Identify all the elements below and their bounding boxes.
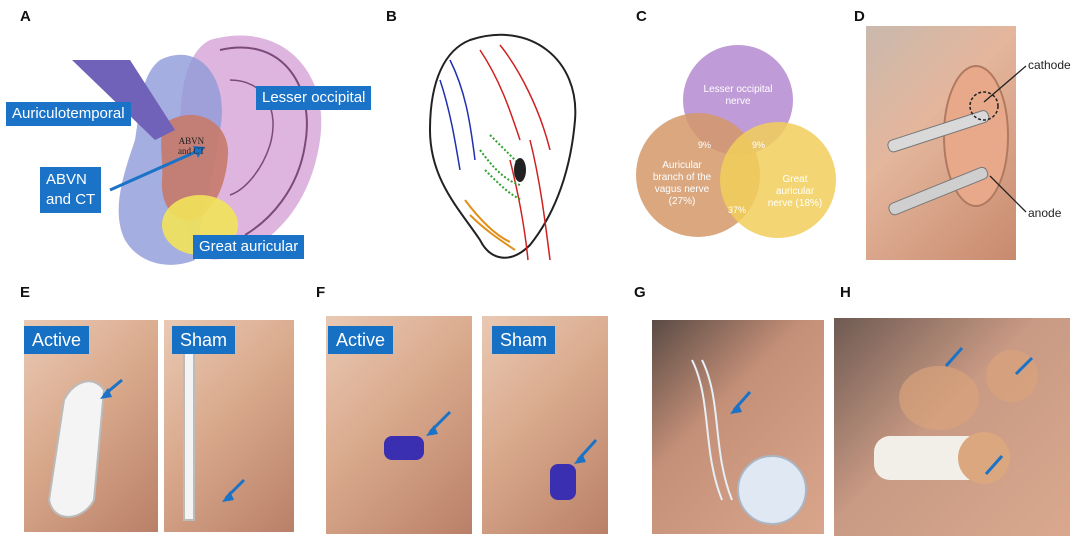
auriculotemporal-band [72, 60, 175, 140]
panel-b-nerve-drawing [410, 20, 590, 270]
panel-h-photo [834, 318, 1070, 536]
label-lesser-occipital: Lesser occipital [256, 86, 372, 110]
venn-abvn-line2: branch of the [652, 172, 712, 183]
red-nerves [479, 44, 551, 261]
panel-c-venn: Lesser occipital nerve Auricular branch … [630, 20, 844, 270]
abvn-pointer-head [193, 146, 205, 158]
active-electrode [384, 410, 452, 460]
panel-letter-d: D [854, 8, 865, 25]
inner-label-line2: and CT [178, 146, 205, 156]
cathode-clip [887, 110, 990, 153]
clip-electrodes [887, 65, 1009, 216]
panel-d-photo [866, 26, 1016, 260]
label-auriculotemporal: Auriculotemporal [6, 102, 131, 126]
venn-ga-line3: nerve (18%) [767, 198, 823, 209]
orange-nerves [464, 199, 516, 251]
venn-overlap-abvn-ga: 37% [728, 205, 747, 215]
tag-active-e: Active [24, 326, 90, 354]
label-abvn-ct: ABVN and CT [40, 167, 102, 213]
venn-abvn-line1: Auricular [662, 160, 702, 171]
panel-a-ear-diagram: Auriculotemporal Lesser occipital ABVN a… [0, 20, 380, 280]
helix-outline [219, 46, 308, 236]
panel-letter-h: H [840, 284, 851, 301]
inner-label-line1: ABVN [178, 136, 205, 146]
panel-g-photo [652, 320, 824, 534]
venn-lo-line2: nerve [725, 96, 751, 107]
label-great-auricular: Great auricular [193, 235, 305, 259]
tag-sham-f: Sham [492, 326, 556, 354]
label-abvn-ct-line1: ABVN [46, 171, 87, 188]
callout-anode: anode [1028, 206, 1062, 220]
tragus-mark [514, 158, 526, 182]
label-abvn-ct-line2: and CT [46, 191, 96, 208]
venn-diagram [636, 45, 836, 238]
blue-nerves [439, 59, 476, 171]
venn-label-great-auricular: Great auricular nerve (18%) [760, 174, 830, 210]
active-earpiece [47, 378, 123, 518]
inner-label-abvn-ct: ABVN and CT [178, 136, 205, 156]
abvn-pointer-line [109, 148, 201, 192]
panel-e-sham-photo: Sham [164, 320, 294, 532]
patch-electrodes [874, 347, 1038, 484]
tag-active-f: Active [328, 326, 394, 354]
anode-clip [888, 166, 989, 216]
sham-electrode [550, 438, 598, 500]
venn-ga-line1: Great [782, 174, 808, 185]
panel-letter-f: F [316, 284, 326, 301]
venn-lo-line1: Lesser occipital [703, 84, 773, 95]
venn-circle-great-auricular [720, 122, 836, 238]
panel-e-active-photo: Active [24, 320, 158, 532]
venn-label-abvn: Auricular branch of the vagus nerve (27%… [642, 160, 722, 208]
venn-overlap-lo-abvn: 9% [698, 140, 712, 150]
venn-overlap-lo-ga: 9% [752, 140, 766, 150]
ear-contour [428, 33, 577, 259]
panel-f-sham-photo: Sham [482, 316, 608, 534]
panel-letter-a: A [20, 8, 31, 25]
venn-abvn-line4: (27%) [668, 196, 696, 207]
panel-letter-e: E [20, 284, 31, 301]
venn-abvn-line3: vagus nerve [654, 184, 710, 195]
panel-f-active-photo: Active [326, 316, 472, 534]
ear-illustration [72, 35, 322, 265]
panel-letter-c: C [636, 8, 647, 25]
tag-sham-e: Sham [172, 326, 236, 354]
wire-electrodes [691, 359, 807, 525]
abvn-region [161, 114, 229, 221]
panel-letter-b: B [386, 8, 397, 25]
callout-cathode: cathode [1028, 58, 1071, 72]
nerve-map-illustration [428, 33, 577, 261]
venn-label-lesser-occipital: Lesser occipital nerve [698, 84, 778, 108]
panel-letter-g: G [634, 284, 646, 301]
antihelix-outline [229, 79, 274, 196]
venn-ga-line2: auricular [775, 186, 815, 197]
